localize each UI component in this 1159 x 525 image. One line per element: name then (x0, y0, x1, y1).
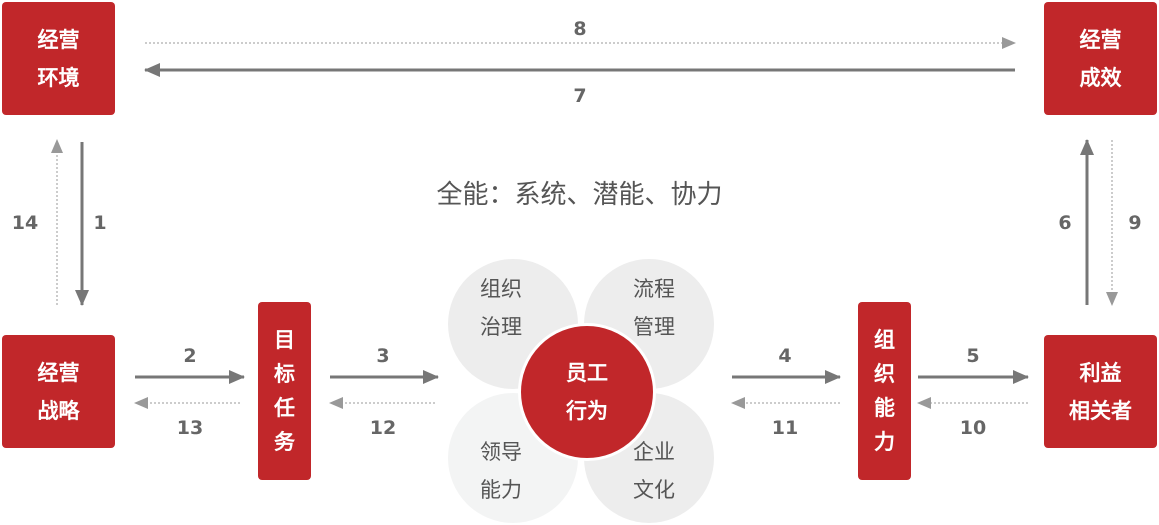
box-target-tasks: 目标任务 (258, 302, 311, 480)
label-10: 10 (959, 417, 987, 439)
label-7: 7 (573, 85, 587, 107)
box-char: 织 (874, 362, 895, 386)
box-line: 经营 (37, 360, 80, 385)
diagram-title: 全能：系统、潜能、协力 (436, 180, 723, 210)
box-char: 任 (274, 396, 295, 420)
box-line: 环境 (37, 65, 80, 90)
label-4: 4 (778, 345, 792, 367)
box-business-strategy: 经营战略 (2, 335, 115, 448)
label-9: 9 (1128, 212, 1142, 234)
center-employee-behavior: 员工行为 (518, 323, 656, 461)
petal-corporate-culture: 企业文化 (633, 440, 675, 502)
box-line: 经营 (37, 27, 80, 52)
label-11: 11 (771, 417, 799, 439)
label-13: 13 (176, 417, 204, 439)
box-char: 能 (874, 396, 895, 420)
box-line: 战略 (37, 398, 80, 423)
box-char: 目 (274, 328, 295, 352)
box-line: 相关者 (1069, 398, 1132, 423)
box-line: 成效 (1079, 65, 1122, 90)
box-char: 组 (874, 328, 895, 352)
label-3: 3 (376, 345, 390, 367)
center-line: 行为 (566, 399, 608, 423)
label-12: 12 (369, 417, 397, 439)
box-line: 经营 (1079, 27, 1122, 52)
box-business-results: 经营成效 (1044, 2, 1157, 115)
box-business-environment: 经营环境 (2, 2, 115, 115)
petal-process-management: 流程管理 (633, 277, 675, 339)
label-6: 6 (1058, 212, 1072, 234)
label-2: 2 (183, 345, 197, 367)
label-1: 1 (93, 212, 107, 234)
label-14: 14 (11, 212, 39, 234)
petal-leadership: 领导能力 (480, 440, 522, 502)
label-8: 8 (573, 18, 587, 40)
center-line: 员工 (566, 361, 608, 385)
box-char: 标 (274, 362, 295, 386)
petal-org-governance: 组织治理 (480, 277, 522, 339)
box-line: 利益 (1079, 360, 1122, 385)
label-5: 5 (966, 345, 980, 367)
box-stakeholders: 利益相关者 (1044, 335, 1157, 448)
box-org-capability: 组织能力 (858, 302, 911, 480)
box-char: 力 (874, 430, 895, 454)
box-char: 务 (274, 430, 295, 454)
